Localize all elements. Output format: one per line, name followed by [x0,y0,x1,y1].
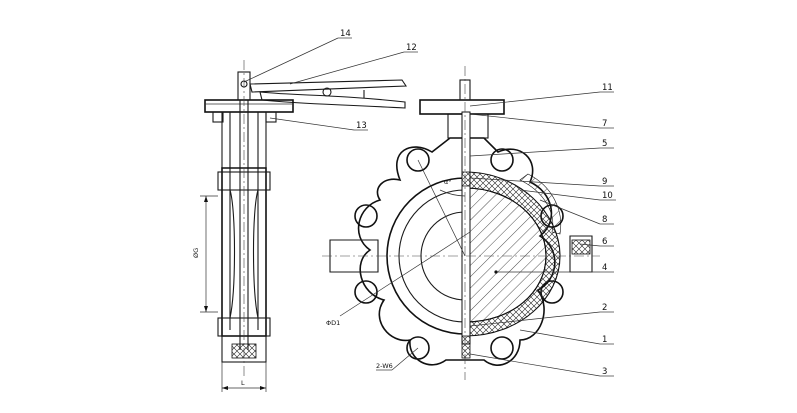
bolt-hole [406,148,430,172]
callout-9: 9 [602,177,607,187]
bolt-hole [490,336,514,360]
bolt-hole [406,336,430,360]
callout-8: 8 [602,215,607,225]
callout-12: 12 [406,43,417,53]
callout-14: 14 [340,29,351,39]
lever-lower [259,91,406,109]
bolt-circle-label: ΦD1 [326,319,340,327]
dim-length-label: L [241,379,245,387]
side-view: ØG L [192,60,408,392]
lug-body-outline [357,137,556,366]
callouts: 14 12 13 11 7 5 9 10 8 6 [243,29,616,377]
callout-3: 3 [602,367,607,377]
bolt-hole [490,148,514,172]
bolt-right [265,111,277,123]
neck [221,112,267,168]
callout-10: 10 [602,191,613,201]
left-lug [329,239,379,273]
front-view: α° ΦD1 2-W6 [322,66,600,380]
lever-pin [322,87,332,97]
dim-height-label: ØG [192,248,200,258]
bolt-left [212,111,224,123]
bolt-hole [354,204,378,228]
callout-4: 4 [602,263,607,273]
angle-label: α° [444,178,452,186]
callout-2: 2 [602,303,607,313]
bore-outer [386,177,466,335]
callout-7: 7 [602,119,607,129]
callout-5: 5 [602,139,607,149]
callout-6: 6 [602,237,607,247]
callout-11: 11 [602,83,613,93]
bolt-hole [354,280,378,304]
callout-1: 1 [602,335,607,345]
callout-13: 13 [356,121,367,131]
holes-label: 2-W6 [376,362,393,370]
lever-handle [249,79,408,93]
